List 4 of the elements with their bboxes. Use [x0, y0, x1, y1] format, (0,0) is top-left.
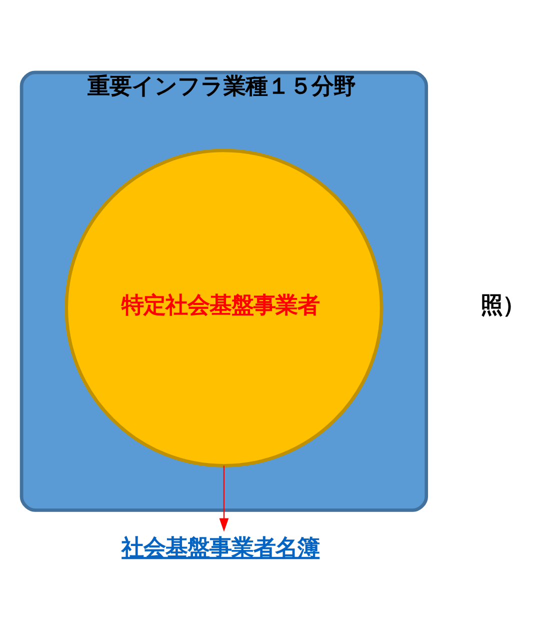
- arrow: [219, 466, 229, 532]
- label: 照）: [480, 292, 525, 319]
- node-text: 社会基盤事業者名簿: [122, 534, 320, 561]
- node-circle: 特定社会基盤事業者: [64, 148, 384, 468]
